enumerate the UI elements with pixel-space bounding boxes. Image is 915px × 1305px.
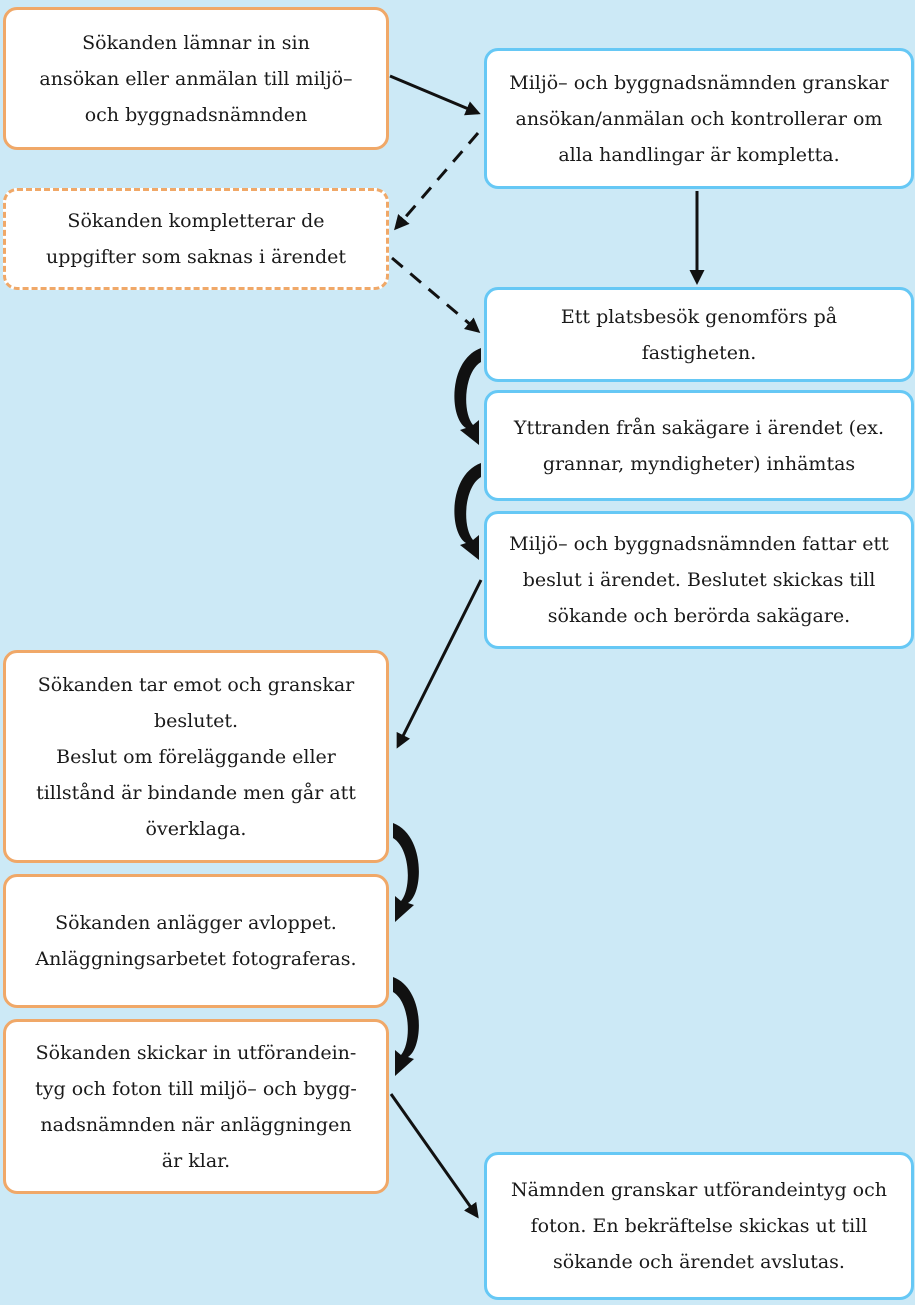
step-text: Sökanden kompletterar de uppgifter som s… bbox=[45, 210, 347, 268]
step-text: Sökanden tar emot och granskar beslutet.… bbox=[36, 673, 356, 840]
curved-arrow-statements-to-decision bbox=[454, 463, 481, 560]
step-text: Nämnden granskar utförandeintyg och foto… bbox=[510, 1179, 887, 1273]
arrow-submit-to-review bbox=[389, 74, 481, 116]
step-stakeholder-statements: Yttranden från sakägare i ärendet (ex. g… bbox=[484, 390, 914, 501]
arrow-complete-to-site-visit bbox=[391, 256, 481, 333]
step-text: Ett platsbesök genomförs på fastigheten. bbox=[560, 305, 838, 364]
step-text: Miljö– och byggnadsnämnden granskar ansö… bbox=[509, 71, 889, 166]
step-text: Sökanden anlägger avloppet. Anläggningsa… bbox=[35, 912, 357, 970]
step-text: Yttranden från sakägare i ärendet (ex. g… bbox=[513, 416, 885, 475]
arrow-send-to-final-review bbox=[389, 1093, 479, 1219]
step-text: Miljö– och byggnadsnämnden fattar ett be… bbox=[509, 533, 889, 627]
step-text: Sökanden lämnar in sin ansökan eller anm… bbox=[39, 31, 353, 126]
step-text: Sökanden skickar in utförandein- tyg och… bbox=[35, 1041, 357, 1172]
step-review-decision: Sökanden tar emot och granskar beslutet.… bbox=[3, 650, 389, 863]
step-complete-missing-info: Sökanden kompletterar de uppgifter som s… bbox=[3, 188, 389, 290]
curved-arrow-build-to-send bbox=[393, 977, 419, 1076]
step-board-decision: Miljö– och byggnadsnämnden fattar ett be… bbox=[484, 511, 914, 649]
arrow-decision-to-receive bbox=[396, 579, 483, 749]
step-build-sewage: Sökanden anlägger avloppet. Anläggningsa… bbox=[3, 874, 389, 1008]
step-board-final-review: Nämnden granskar utförandeintyg och foto… bbox=[484, 1152, 914, 1300]
arrow-review-to-complete bbox=[394, 132, 480, 231]
curved-arrow-receive-to-build bbox=[393, 823, 419, 922]
step-submit-application: Sökanden lämnar in sin ansökan eller anm… bbox=[3, 7, 389, 150]
step-send-certificate: Sökanden skickar in utförandein- tyg och… bbox=[3, 1019, 389, 1194]
curved-arrow-site-to-statements bbox=[454, 348, 481, 445]
step-site-visit: Ett platsbesök genomförs på fastigheten. bbox=[484, 287, 914, 382]
step-board-reviews-application: Miljö– och byggnadsnämnden granskar ansö… bbox=[484, 48, 914, 189]
